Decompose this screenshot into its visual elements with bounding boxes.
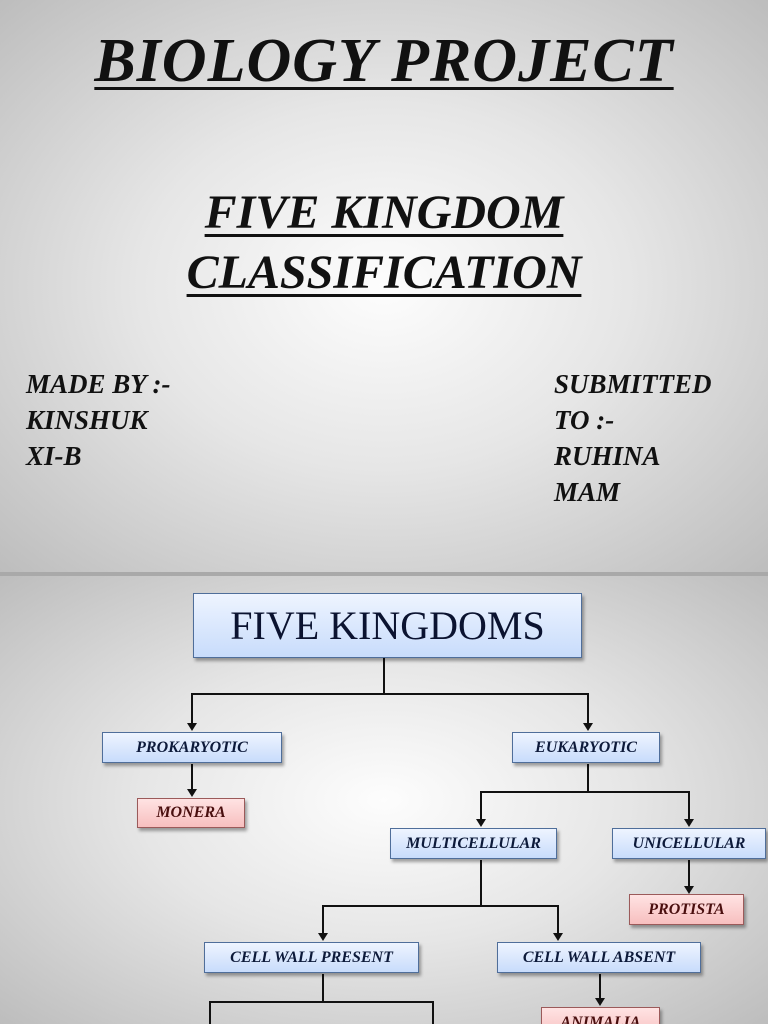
connector <box>209 1001 211 1024</box>
submitted-label-2: TO :- <box>554 405 615 435</box>
animalia-box: ANIMALIA <box>541 1007 660 1024</box>
connector <box>191 693 193 723</box>
student-class: XI-B <box>26 441 82 471</box>
connector <box>209 1001 434 1003</box>
arrow-head <box>583 723 593 731</box>
protista-box: PROTISTA <box>629 894 744 925</box>
diagram-slide: FIVE KINGDOMS PROKARYOTIC EUKARYOTIC MON… <box>0 576 768 1024</box>
connector <box>587 693 589 723</box>
submitted-label-1: SUBMITTED <box>554 369 712 399</box>
arrow-head <box>318 933 328 941</box>
five-kingdoms-box: FIVE KINGDOMS <box>193 593 582 658</box>
connector <box>587 764 589 792</box>
connector <box>383 658 385 694</box>
connector <box>432 1001 434 1024</box>
arrow-head <box>684 886 694 894</box>
arrow-head <box>553 933 563 941</box>
connector <box>480 860 482 906</box>
connector <box>480 791 482 819</box>
subtitle-line-1: FIVE KINGDOM <box>204 186 564 239</box>
connector <box>322 905 324 933</box>
teacher-name: RUHINA <box>554 441 661 471</box>
student-name: KINSHUK <box>26 405 148 435</box>
prokaryotic-box: PROKARYOTIC <box>102 732 282 763</box>
monera-box: MONERA <box>137 798 245 828</box>
teacher-title: MAM <box>554 477 621 507</box>
connector <box>688 860 690 886</box>
made-by-block: MADE BY :- KINSHUK XI-B <box>26 366 171 474</box>
unicellular-box: UNICELLULAR <box>612 828 766 859</box>
cell-wall-absent-box: CELL WALL ABSENT <box>497 942 701 973</box>
arrow-head <box>476 819 486 827</box>
arrow-head <box>187 789 197 797</box>
connector <box>322 974 324 1002</box>
made-by-label: MADE BY :- <box>26 369 171 399</box>
connector <box>688 791 690 819</box>
slide-separator <box>0 572 768 576</box>
subtitle-line-2: CLASSIFICATION <box>186 246 582 299</box>
connector <box>557 905 559 933</box>
submitted-to-block: SUBMITTED TO :- RUHINA MAM <box>554 366 712 510</box>
arrow-head <box>684 819 694 827</box>
connector <box>599 974 601 998</box>
connector <box>191 764 193 790</box>
connector <box>480 791 690 793</box>
arrow-head <box>595 998 605 1006</box>
eukaryotic-box: EUKARYOTIC <box>512 732 660 763</box>
title-slide: BIOLOGY PROJECT FIVE KINGDOM CLASSIFICAT… <box>0 0 768 572</box>
cell-wall-present-box: CELL WALL PRESENT <box>204 942 419 973</box>
connector <box>322 905 559 907</box>
connector <box>191 693 589 695</box>
multicellular-box: MULTICELLULAR <box>390 828 557 859</box>
main-title: BIOLOGY PROJECT <box>94 27 674 95</box>
arrow-head <box>187 723 197 731</box>
